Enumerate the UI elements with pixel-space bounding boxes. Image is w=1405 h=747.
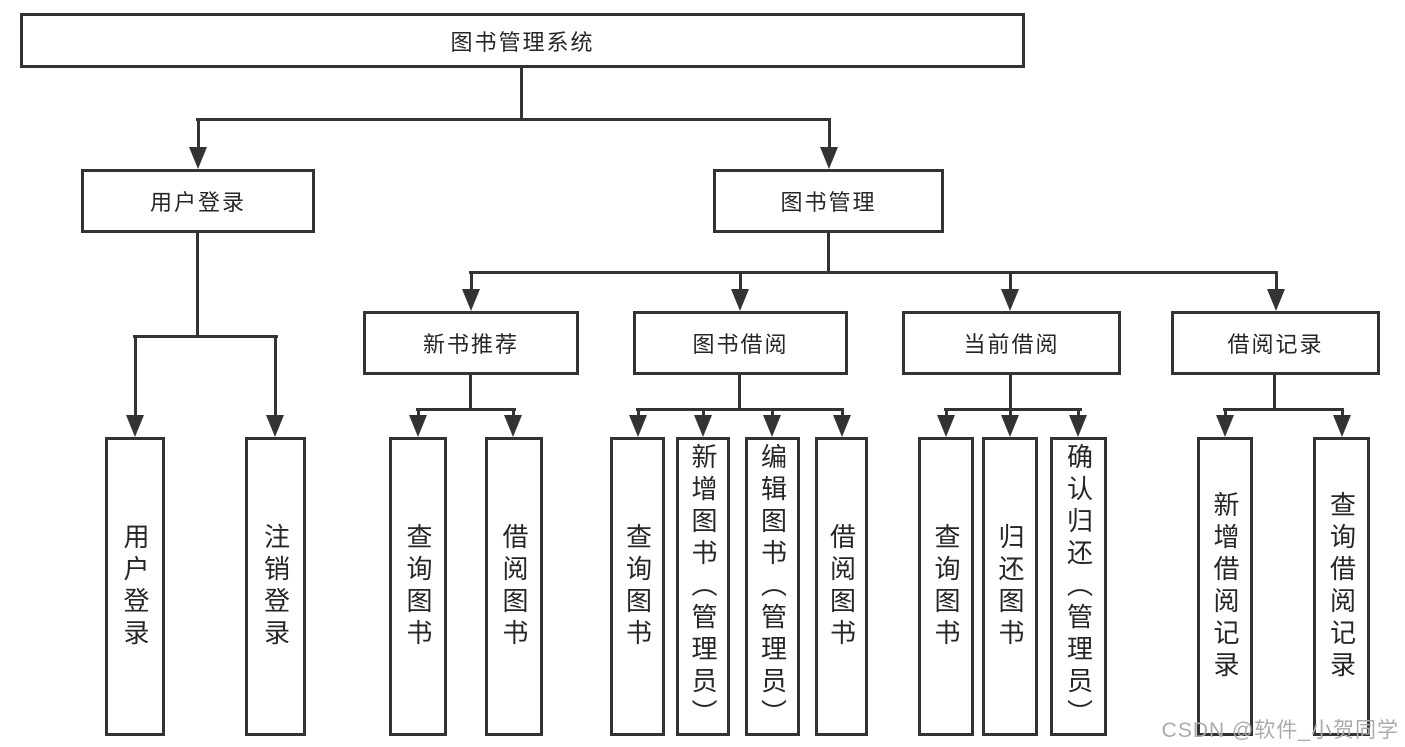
- leaf-label: 用户登录: [120, 522, 150, 651]
- leaf-query-books-current: 查询图书: [918, 437, 974, 736]
- arrowhead-icon: [409, 415, 427, 437]
- arrowhead-icon: [937, 415, 955, 437]
- node-borrow-records: 借阅记录: [1171, 311, 1380, 375]
- connector-line: [738, 271, 742, 293]
- connector-line: [636, 408, 843, 411]
- node-label: 图书借阅: [692, 332, 789, 357]
- leaf-add-book-admin: 新增图书（管理员）: [676, 437, 730, 736]
- connector-line: [469, 375, 472, 411]
- connector-line: [827, 233, 830, 274]
- leaf-label: 新增图书（管理员）: [688, 442, 718, 731]
- arrowhead-icon: [1001, 415, 1019, 437]
- connector-line: [196, 118, 200, 151]
- node-label: 借阅记录: [1227, 332, 1324, 357]
- node-library-system: 图书管理系统: [20, 13, 1025, 68]
- node-book-borrowing: 图书借阅: [633, 311, 848, 375]
- leaf-label: 查询图书: [931, 522, 961, 651]
- connector-line: [1223, 408, 1344, 411]
- connector-line: [944, 408, 948, 419]
- connector-line: [1223, 408, 1227, 419]
- connector-line: [520, 68, 523, 121]
- arrowhead-icon: [1069, 415, 1087, 437]
- arrowhead-icon: [266, 415, 284, 437]
- connector-line: [636, 408, 640, 419]
- connector-line: [701, 408, 705, 419]
- arrowhead-icon: [820, 147, 838, 169]
- arrowhead-icon: [504, 415, 522, 437]
- leaf-label: 归还图书: [995, 522, 1025, 651]
- connector-line: [1008, 408, 1012, 419]
- node-book-management: 图书管理: [713, 169, 944, 233]
- node-label: 新书推荐: [422, 332, 519, 357]
- arrowhead-icon: [1216, 415, 1234, 437]
- arrowhead-icon: [629, 415, 647, 437]
- connector-line: [196, 233, 199, 337]
- arrowhead-icon: [126, 415, 144, 437]
- leaf-query-books-recommend: 查询图书: [389, 437, 447, 736]
- arrowhead-icon: [1267, 289, 1285, 311]
- leaf-label: 编辑图书（管理员）: [757, 442, 788, 731]
- connector-line: [1009, 375, 1012, 411]
- connector-line: [1076, 408, 1080, 419]
- connector-line: [1274, 271, 1278, 293]
- arrowhead-icon: [1001, 289, 1019, 311]
- leaf-borrow-books-recommend: 借阅图书: [485, 437, 543, 736]
- arrowhead-icon: [189, 147, 207, 169]
- connector-line: [133, 335, 137, 419]
- leaf-label: 查询借阅记录: [1326, 490, 1357, 683]
- connector-line: [1273, 375, 1276, 411]
- arrowhead-icon: [731, 289, 749, 311]
- leaf-edit-book-admin: 编辑图书（管理员）: [745, 437, 800, 736]
- node-user-login: 用户登录: [81, 169, 315, 233]
- connector-line: [827, 118, 831, 151]
- connector-line: [196, 118, 831, 121]
- arrowhead-icon: [462, 289, 480, 311]
- leaf-label: 借阅图书: [826, 522, 857, 651]
- node-current-borrowing: 当前借阅: [902, 311, 1121, 375]
- connector-line: [416, 408, 420, 419]
- node-new-book-recommend: 新书推荐: [363, 311, 579, 375]
- connector-line: [944, 408, 1082, 411]
- connector-line: [133, 335, 278, 338]
- leaf-query-borrow-record: 查询借阅记录: [1313, 437, 1370, 736]
- connector-line: [840, 408, 844, 419]
- leaf-query-books-borrowing: 查询图书: [610, 437, 665, 736]
- leaf-label: 查询图书: [622, 522, 653, 651]
- leaf-borrow-books: 借阅图书: [815, 437, 868, 736]
- arrowhead-icon: [833, 415, 851, 437]
- leaf-label: 注销登录: [260, 522, 291, 651]
- arrowhead-icon: [694, 415, 712, 437]
- node-label: 当前借阅: [963, 332, 1060, 357]
- arrowhead-icon: [763, 415, 781, 437]
- connector-line: [469, 271, 1278, 274]
- connector-line: [273, 335, 277, 419]
- leaf-label: 新增借阅记录: [1210, 490, 1240, 683]
- leaf-label: 确认归还（管理员）: [1063, 442, 1094, 731]
- connector-line: [469, 271, 473, 293]
- leaf-return-book: 归还图书: [982, 437, 1038, 736]
- node-label: 用户登录: [149, 190, 246, 215]
- csdn-watermark: CSDN @软件_小贺同学: [1161, 719, 1399, 742]
- leaf-confirm-return-admin: 确认归还（管理员）: [1050, 437, 1107, 736]
- leaf-label: 查询图书: [403, 522, 433, 651]
- arrowhead-icon: [1333, 415, 1351, 437]
- leaf-logout: 注销登录: [245, 437, 306, 736]
- leaf-label: 借阅图书: [499, 522, 529, 651]
- connector-line: [1340, 408, 1344, 419]
- leaf-add-borrow-record: 新增借阅记录: [1197, 437, 1253, 736]
- leaf-user-login: 用户登录: [105, 437, 165, 736]
- connector-line: [770, 408, 774, 419]
- connector-line: [511, 408, 515, 419]
- connector-line: [1008, 271, 1012, 293]
- node-label: 图书管理系统: [450, 29, 595, 55]
- connector-line: [416, 408, 516, 411]
- connector-line: [738, 375, 741, 411]
- node-label: 图书管理: [780, 190, 877, 215]
